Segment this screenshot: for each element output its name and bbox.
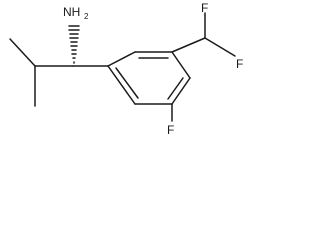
bond-cf-right [204,37,236,57]
amine-subscript: 2 [84,12,89,21]
fluorine-top-right-label: F [236,57,243,71]
bond-methyl-left [9,38,36,67]
benzene-ring [107,51,191,105]
stereo-hashed-wedge [68,25,80,64]
molecule-structure: NH 2 F F F [9,1,243,137]
fluorine-bottom-label: F [167,123,174,137]
fluorine-top-left-label: F [201,1,208,15]
bond-to-chf2 [171,37,206,53]
amine-label: NH [63,5,80,19]
